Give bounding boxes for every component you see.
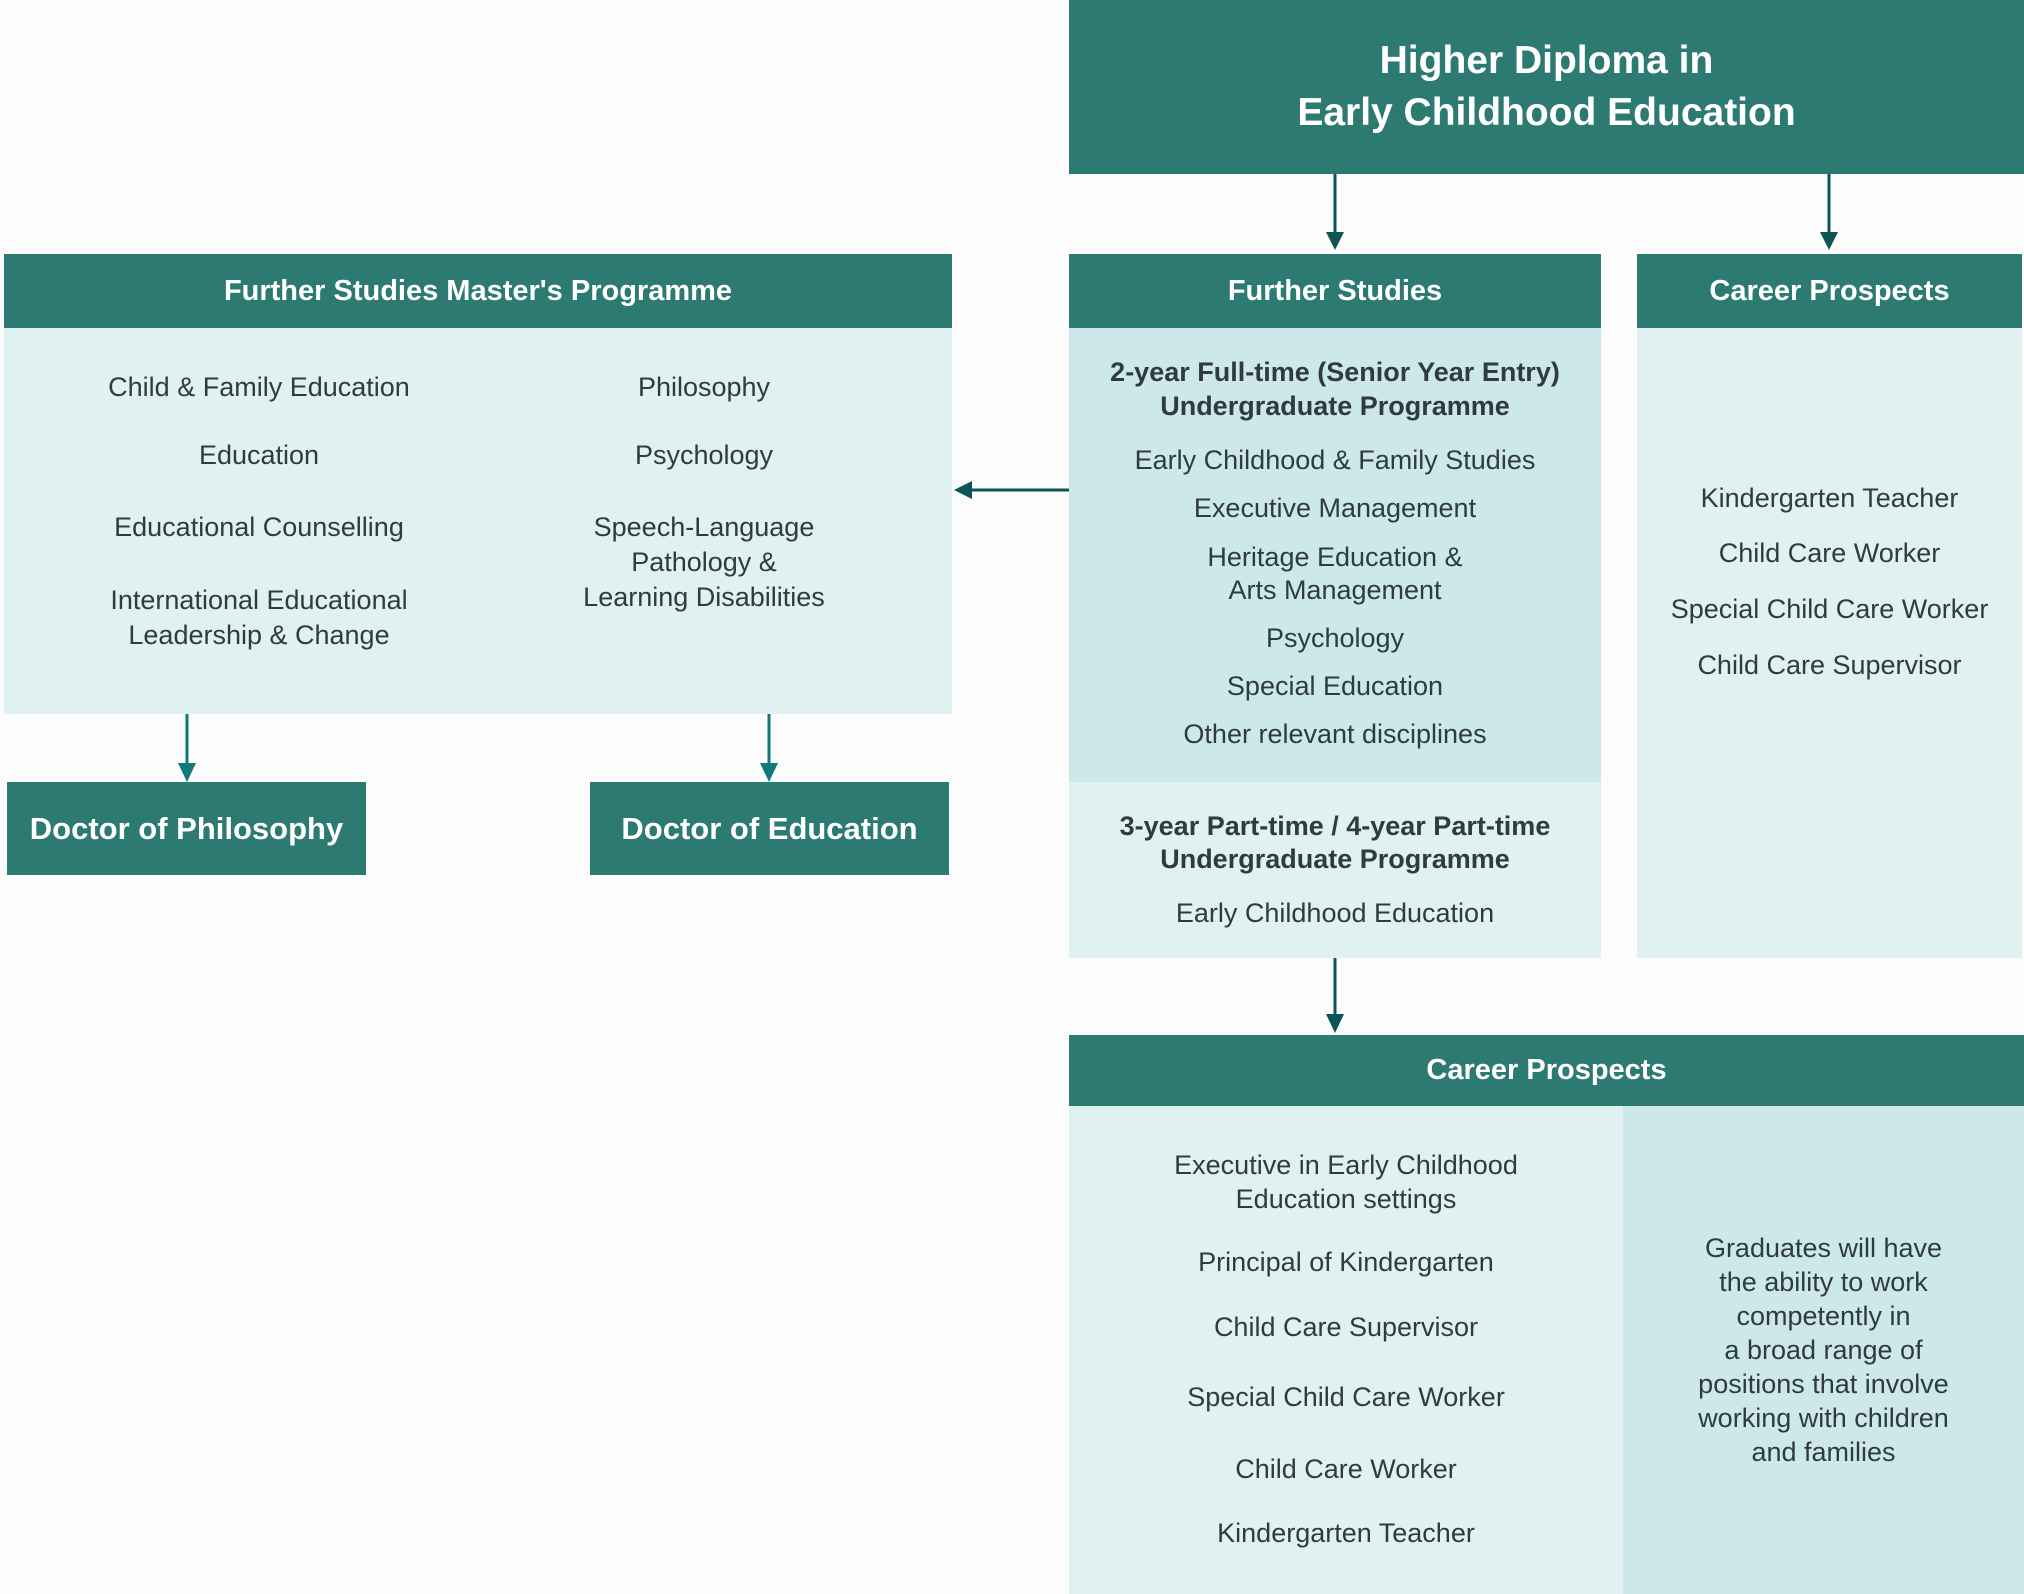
career-item: Kindergarten Teacher (1700, 483, 1959, 513)
career-item: Child Care Worker (1235, 1454, 1457, 1484)
phd-label: Doctor of Philosophy (29, 810, 344, 846)
higher-diploma-title-line2: Early Childhood Education (1297, 91, 1796, 134)
career-item: Special Child Care Worker (1187, 1382, 1505, 1412)
masters-title: Further Studies Master's Programme (223, 274, 733, 307)
edd-box: Doctor of Education (590, 782, 949, 875)
career-item: Special Child Care Worker (1670, 594, 1989, 624)
masters-item: Educational Counselling (114, 512, 404, 542)
higher-diploma-box: Higher Diploma in Early Childhood Educat… (1069, 0, 2024, 174)
career-item: Principal of Kindergarten (1198, 1247, 1494, 1277)
parttime-heading: 3-year Part-time / 4-year Part-time (1119, 811, 1551, 841)
note-line: and families (1751, 1437, 1896, 1467)
career-item: Kindergarten Teacher (1217, 1518, 1475, 1548)
fulltime-item: Special Education (1226, 671, 1444, 701)
masters-body: Child & Family Education Education Educa… (4, 328, 952, 714)
fulltime-heading: 2-year Full-time (Senior Year Entry) (1110, 357, 1560, 387)
fulltime-item: Other relevant disciplines (1183, 719, 1487, 749)
fulltime-item: Arts Management (1228, 575, 1442, 605)
masters-item: Psychology (634, 440, 774, 470)
career-item: Child Care Worker (1718, 538, 1941, 568)
note-line: Graduates will have (1704, 1233, 1943, 1263)
masters-item: Learning Disabilities (583, 582, 825, 612)
career-bottom-note: Graduates will have the ability to work … (1623, 1106, 2024, 1594)
fulltime-item: Early Childhood & Family Studies (1134, 445, 1536, 475)
career-bottom-title: Career Prospects (1426, 1054, 1667, 1086)
masters-item: Child & Family Education (108, 372, 410, 402)
career-item: Education settings (1235, 1184, 1457, 1214)
parttime-item: Early Childhood Education (1175, 898, 1495, 928)
note-line: competently in (1736, 1301, 1911, 1331)
career-right-body: Kindergarten Teacher Child Care Worker S… (1637, 328, 2022, 958)
note-line: working with children (1698, 1403, 1949, 1433)
edd-label: Doctor of Education (621, 810, 918, 846)
masters-item: Philosophy (637, 372, 771, 402)
arrow-to-career-bottom (1326, 958, 1344, 1033)
masters-header: Further Studies Master's Programme (4, 254, 952, 328)
fulltime-programme: 2-year Full-time (Senior Year Entry) Und… (1069, 328, 1601, 782)
arrow-to-phd (178, 714, 196, 782)
masters-item: Leadership & Change (128, 620, 390, 650)
arrow-to-career-right (1820, 174, 1838, 250)
arrow-to-masters (954, 481, 1069, 499)
career-item: Child Care Supervisor (1697, 650, 1962, 680)
parttime-programme: 3-year Part-time / 4-year Part-time Unde… (1069, 782, 1601, 958)
note-line: a broad range of (1724, 1335, 1923, 1365)
masters-item: International Educational (110, 585, 408, 615)
phd-box: Doctor of Philosophy (7, 782, 366, 875)
note-line: positions that involve (1698, 1369, 1949, 1399)
note-line: the ability to work (1719, 1267, 1928, 1297)
career-item: Child Care Supervisor (1213, 1312, 1479, 1342)
further-studies-header: Further Studies (1069, 254, 1601, 328)
fulltime-item: Heritage Education & (1207, 542, 1463, 572)
masters-item: Education (198, 440, 320, 470)
fulltime-item: Psychology (1265, 623, 1405, 653)
further-studies-title: Further Studies (1227, 274, 1443, 307)
career-right-title: Career Prospects (1709, 274, 1950, 307)
career-bottom-header: Career Prospects (1069, 1035, 2024, 1106)
masters-item: Pathology & (631, 547, 777, 577)
parttime-heading: Undergraduate Programme (1160, 844, 1510, 874)
arrow-to-further-studies (1326, 174, 1344, 250)
fulltime-heading: Undergraduate Programme (1160, 391, 1510, 421)
career-item: Executive in Early Childhood (1174, 1150, 1518, 1180)
higher-diploma-title-line1: Higher Diploma in (1379, 39, 1714, 82)
masters-item: Speech-Language (593, 512, 815, 542)
fulltime-item: Executive Management (1193, 493, 1477, 523)
career-bottom-list: Executive in Early Childhood Education s… (1069, 1106, 1623, 1594)
arrow-to-edd (760, 714, 778, 782)
career-right-header: Career Prospects (1637, 254, 2022, 328)
